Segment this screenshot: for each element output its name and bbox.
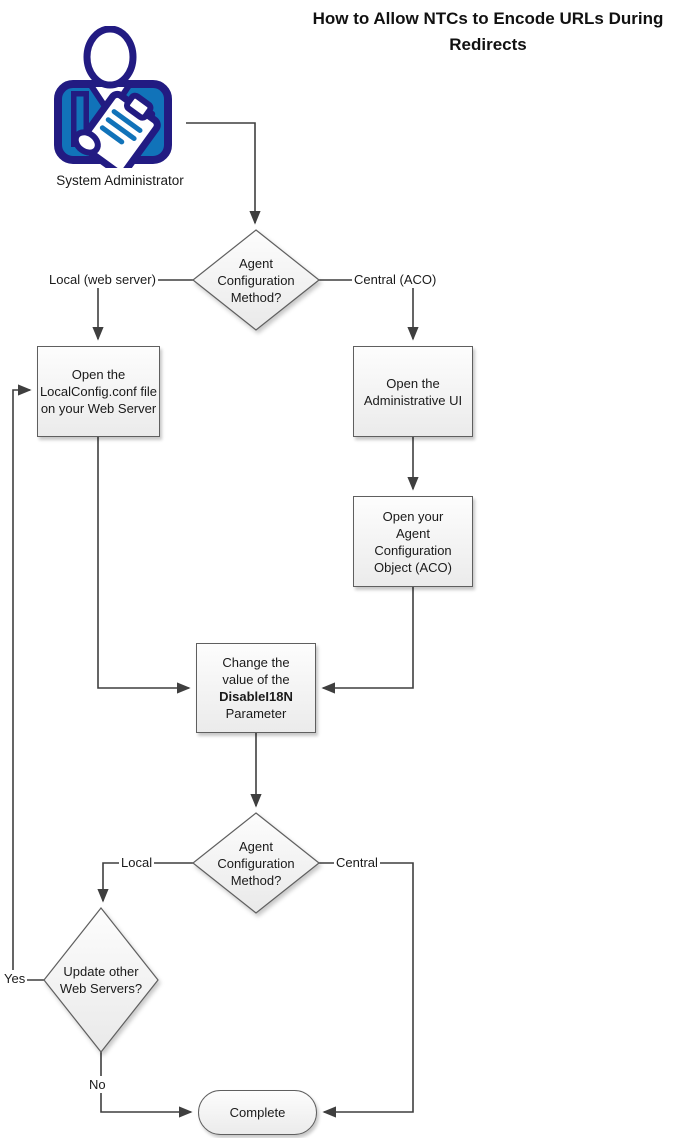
edge-update-no — [100, 1052, 193, 1118]
node-change-value: Change the value of the DisableI18N Para… — [196, 643, 316, 733]
node-open-admin-ui-text: Open the Administrative UI — [363, 375, 463, 408]
change-value-parameter-name: DisableI18N — [219, 689, 293, 704]
decision1-text: Agent Configuration Method? — [217, 255, 295, 305]
node-complete-text: Complete — [229, 1105, 286, 1120]
edge-label-central: Central — [334, 854, 380, 871]
edge-decision1-central — [319, 279, 419, 341]
edge-decision1-local — [92, 279, 193, 341]
edge-label-central-aco: Central (ACO) — [352, 271, 439, 288]
node-complete: Complete — [198, 1090, 317, 1135]
node-open-localconfig-text: Open the LocalConfig.conf file on your W… — [39, 367, 158, 416]
edge-label-no: No — [87, 1076, 108, 1093]
system-administrator-icon — [54, 26, 172, 168]
actor-label: System Administrator — [56, 173, 184, 188]
edge-actor-to-decision1 — [186, 122, 261, 225]
change-value-after: Parameter — [225, 706, 287, 721]
decision1-shape — [192, 229, 320, 331]
page-title: How to Allow NTCs to Encode URLs During … — [312, 9, 664, 54]
node-open-localconfig: Open the LocalConfig.conf file on your W… — [37, 346, 160, 437]
edge-decision2-central — [319, 862, 414, 1118]
node-open-aco: Open your Agent Configuration Object (AC… — [353, 496, 473, 587]
edge-update-yes-loop — [12, 384, 45, 981]
edge-label-local: Local — [119, 854, 155, 871]
node-open-admin-ui: Open the Administrative UI — [353, 346, 473, 437]
edge-aco-to-change — [321, 587, 414, 694]
update-servers-text: Update other Web Servers? — [59, 964, 143, 996]
decision2-shape — [192, 812, 320, 914]
update-servers-shape — [43, 907, 159, 1053]
edge-decision2-local — [97, 862, 193, 903]
change-value-before: Change the value of the — [222, 655, 290, 687]
edge-localconfig-to-change — [97, 437, 191, 694]
edge-label-yes: Yes — [2, 970, 28, 987]
edge-label-local-web-server: Local (web server) — [47, 271, 158, 288]
decision2-text: Agent Configuration Method? — [217, 838, 295, 888]
node-change-value-text: Change the value of the DisableI18N Para… — [206, 654, 306, 722]
node-open-aco-text: Open your Agent Configuration Object (AC… — [373, 508, 452, 575]
